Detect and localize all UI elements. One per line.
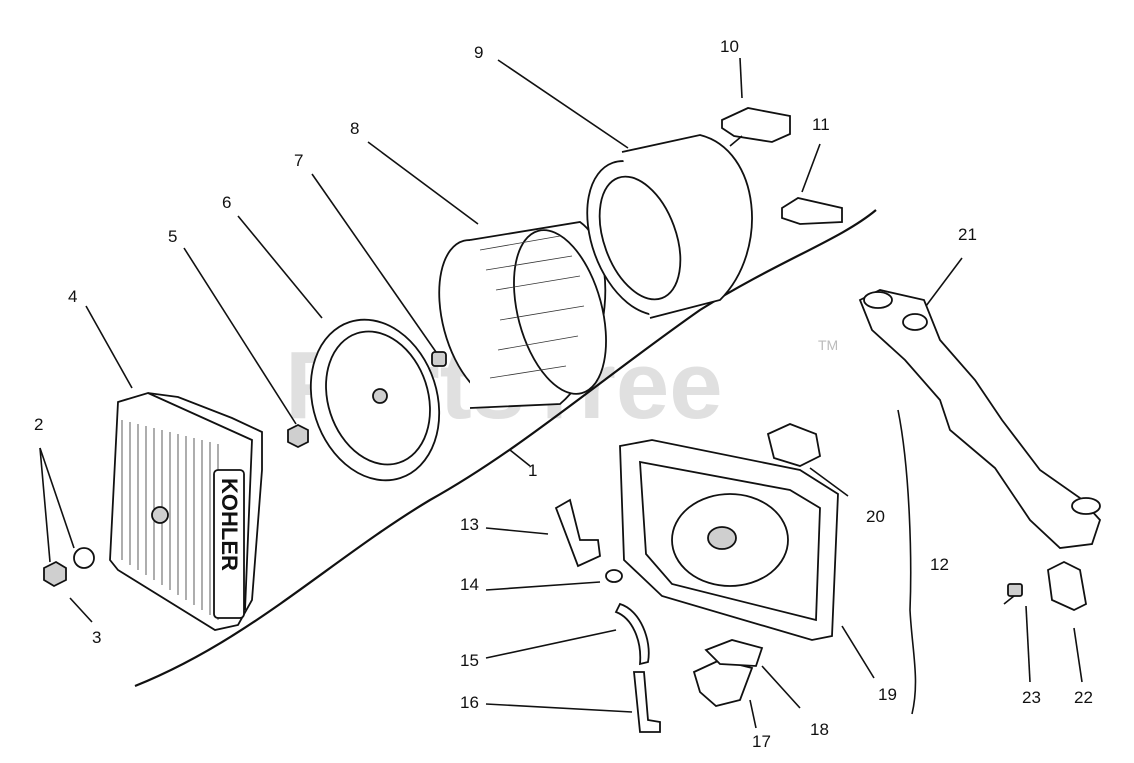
callout-14: 14 [460, 575, 479, 594]
callout-1: 1 [528, 461, 537, 480]
breather-hose [614, 602, 650, 666]
support-bracket [781, 197, 843, 225]
callout-13: 13 [460, 515, 479, 534]
group-bracket-12 [897, 409, 917, 715]
callout-10: 10 [720, 37, 739, 56]
callout-21: 21 [958, 225, 977, 244]
leader-lines [39, 57, 1083, 729]
small-nut [287, 423, 309, 449]
callout-5: 5 [168, 227, 177, 246]
callout-4: 4 [68, 287, 77, 306]
base-bracket [692, 659, 754, 707]
callout-19: 19 [878, 685, 897, 704]
wing-nut-and-washer [43, 547, 95, 588]
callout-20: 20 [866, 507, 885, 526]
base-plate-bracket [704, 639, 764, 667]
callout-17: 17 [752, 732, 771, 751]
gasket [766, 423, 822, 467]
drain-hose [633, 671, 661, 733]
manifold-gasket [1047, 560, 1088, 611]
filter-cover-plate [309, 318, 441, 482]
cover-brand-label: KOHLER [217, 478, 242, 571]
callout-15: 15 [460, 651, 479, 670]
hose-clamp [605, 569, 623, 583]
intake-manifold [858, 289, 1102, 549]
callout-3: 3 [92, 628, 101, 647]
air-cleaner-base [619, 439, 839, 641]
elbow-tube [554, 498, 601, 568]
callout-22: 22 [1074, 688, 1093, 707]
callout-8: 8 [350, 119, 359, 138]
callout-7: 7 [294, 151, 303, 170]
engine-edge-line [134, 209, 877, 688]
callout-2: 2 [34, 415, 43, 434]
precleaner-element [438, 221, 607, 409]
callout-12: 12 [930, 555, 949, 574]
air-cleaner-cover: KOHLER [109, 392, 263, 631]
callout-6: 6 [222, 193, 231, 212]
callout-11: 11 [812, 115, 830, 134]
mounting-bracket [721, 107, 791, 143]
callout-23: 23 [1022, 688, 1041, 707]
callout-18: 18 [810, 720, 829, 739]
air-filter-element [586, 134, 753, 319]
watermark-trademark: TM [818, 337, 838, 353]
callout-16: 16 [460, 693, 479, 712]
seal-nut [431, 351, 447, 367]
bolt [1003, 583, 1023, 605]
callout-labels: 1 2 3 4 5 6 7 8 9 10 11 12 13 14 15 16 1… [34, 37, 1093, 751]
callout-9: 9 [474, 43, 483, 62]
